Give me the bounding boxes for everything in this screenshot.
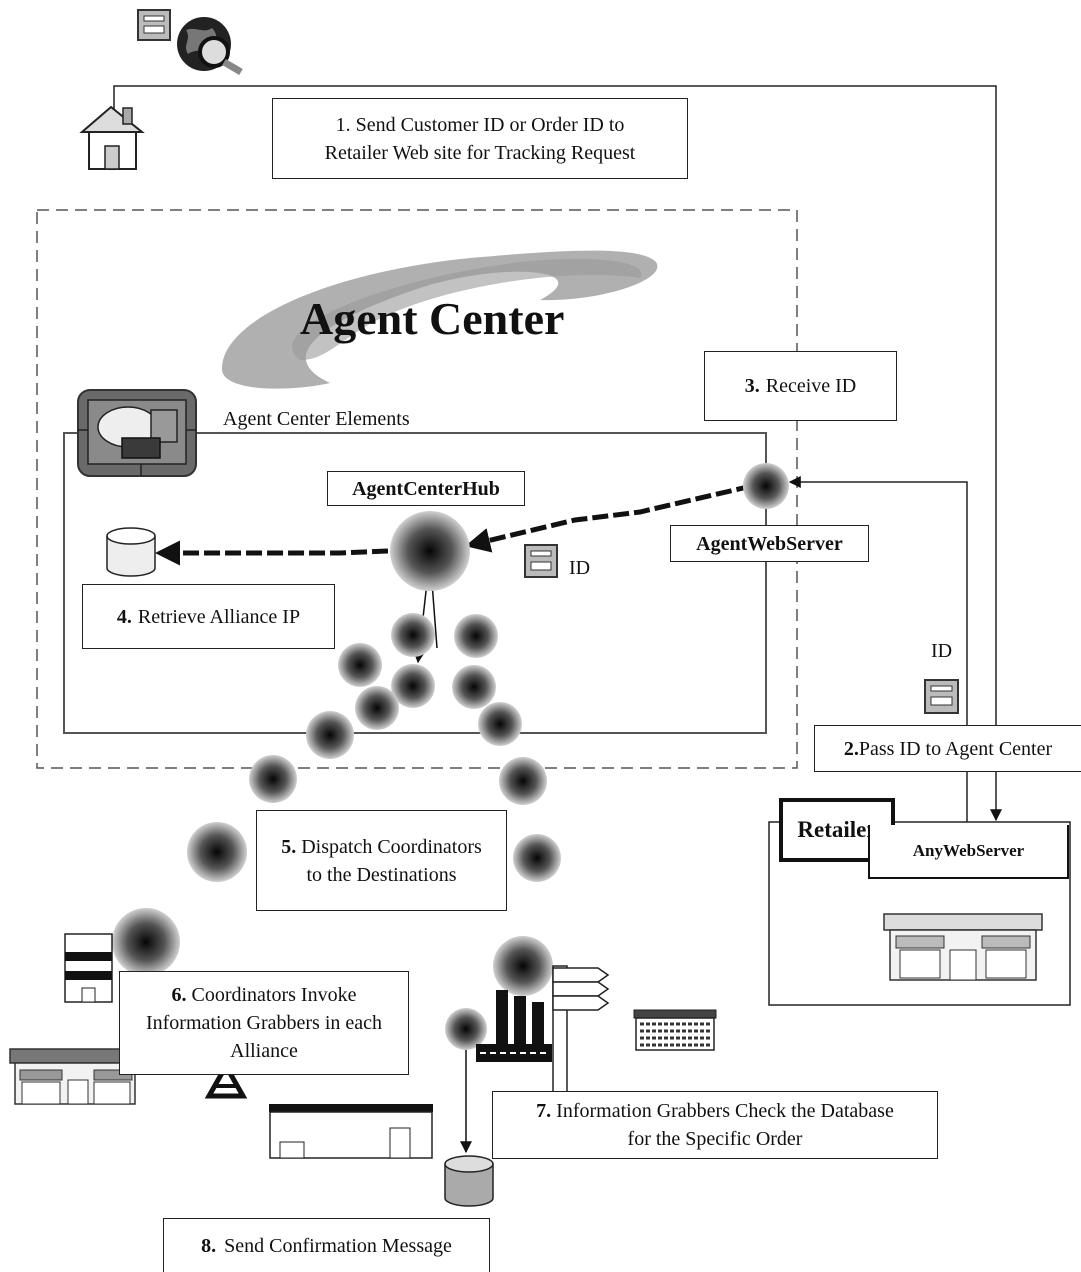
agent-hub-node xyxy=(390,511,470,591)
step5-line1: 5. Dispatch Coordinators xyxy=(281,833,482,861)
agent-center-elements-label: Agent Center Elements xyxy=(223,408,410,430)
step6-line2: Information Grabbers in each xyxy=(145,1012,382,1034)
hub-to-database-arrow xyxy=(155,540,389,566)
step5-number: 5. xyxy=(281,835,297,858)
coordinator-agent xyxy=(452,665,496,709)
step7-line2: for the Specific Order xyxy=(627,1128,803,1150)
globe-search-icon xyxy=(177,17,243,76)
agent-web-server-label: AgentWebServer xyxy=(670,525,869,562)
tower-icon xyxy=(204,1060,248,1099)
coordinator-agent xyxy=(478,702,522,746)
step6-number: 6. xyxy=(171,984,187,1006)
agent-center-hub-label: AgentCenterHub xyxy=(327,471,525,506)
tracking-request-line xyxy=(113,85,1002,822)
grabber-agent xyxy=(493,936,553,996)
coordinator-agent xyxy=(391,664,435,708)
apartment-building-icon xyxy=(633,1009,717,1051)
title-swoosh xyxy=(221,250,658,389)
step2-text: Pass ID to Agent Center xyxy=(858,737,1053,760)
coordinator-agent xyxy=(187,822,247,882)
id-label-center: ID xyxy=(569,557,591,579)
step5-line2: to the Destinations xyxy=(306,863,457,886)
coordinator-agent xyxy=(112,908,180,976)
step5-label: 5. Dispatch Coordinators to the Destinat… xyxy=(256,810,507,911)
step6-label: 6. Coordinators Invoke Information Grabb… xyxy=(119,971,409,1075)
coordinator-agent xyxy=(513,834,561,882)
coordinator-agent xyxy=(391,613,435,657)
step4-number: 4. xyxy=(116,605,132,628)
step2-label: 2. Pass ID to Agent Center xyxy=(814,725,1081,772)
agent-webserver-node xyxy=(743,463,789,509)
step7-label: 7. Information Grabbers Check the Databa… xyxy=(492,1091,938,1159)
step1-label: 1. Send Customer ID or Order ID to Retai… xyxy=(272,98,688,179)
agent-center-boundary xyxy=(36,209,798,769)
step2-number: 2. xyxy=(843,737,859,760)
webserver-to-hub-arrow xyxy=(465,483,753,553)
agent-center-elements-box xyxy=(63,432,767,734)
shop-icon xyxy=(883,913,1043,981)
coordinator-agent xyxy=(249,755,297,803)
step3-number: 3. xyxy=(744,375,760,397)
step3-text: Receive ID xyxy=(765,375,857,397)
step3-label: 3. Receive ID xyxy=(704,351,897,421)
coordinator-agent xyxy=(355,686,399,730)
agent-center-title: Agent Center xyxy=(300,293,565,344)
server-icon xyxy=(924,679,959,714)
server-icon xyxy=(137,9,171,41)
house-icon xyxy=(79,105,145,170)
step6-line3: Alliance xyxy=(230,1040,298,1062)
office-building-icon xyxy=(64,933,113,1003)
component-icon xyxy=(77,389,197,477)
step1-line1: 1. Send Customer ID or Order ID to xyxy=(335,113,625,136)
step4-text: Retrieve Alliance IP xyxy=(137,605,301,628)
id-label-right: ID xyxy=(931,640,953,662)
server-icon xyxy=(524,544,558,578)
pass-id-line xyxy=(788,476,968,824)
step6-line1: 6. Coordinators Invoke xyxy=(172,981,357,1009)
step8-number: 8. xyxy=(201,1234,217,1257)
database-icon xyxy=(106,527,156,577)
step8-label: 8. Send Confirmation Message xyxy=(163,1218,490,1272)
any-web-server-label: AnyWebServer xyxy=(868,825,1069,879)
signpost-icon xyxy=(552,965,610,1095)
agents xyxy=(112,463,789,1050)
step1-line2: Retailer Web site for Tracking Request xyxy=(324,141,636,164)
warehouse-icon xyxy=(269,1104,433,1159)
step7-line1-text: Information Grabbers Check the Database xyxy=(556,1100,894,1122)
step7-number: 7. xyxy=(536,1100,552,1122)
step8-text: Send Confirmation Message xyxy=(224,1234,452,1257)
step4-label: 4. Retrieve Alliance IP xyxy=(82,584,335,649)
shop-icon xyxy=(9,1048,139,1105)
factory-icon xyxy=(476,990,552,1062)
step5-line1-text: Dispatch Coordinators xyxy=(301,835,482,858)
coordinator-agent xyxy=(306,711,354,759)
step6-line1-text: Coordinators Invoke xyxy=(191,984,357,1006)
coordinator-agent xyxy=(338,643,382,687)
step7-line1: 7. Information Grabbers Check the Databa… xyxy=(536,1097,894,1125)
coordinator-agent xyxy=(499,757,547,805)
database-icon xyxy=(444,1155,494,1207)
coordinator-agent xyxy=(454,614,498,658)
grabber-agent xyxy=(445,1008,487,1050)
